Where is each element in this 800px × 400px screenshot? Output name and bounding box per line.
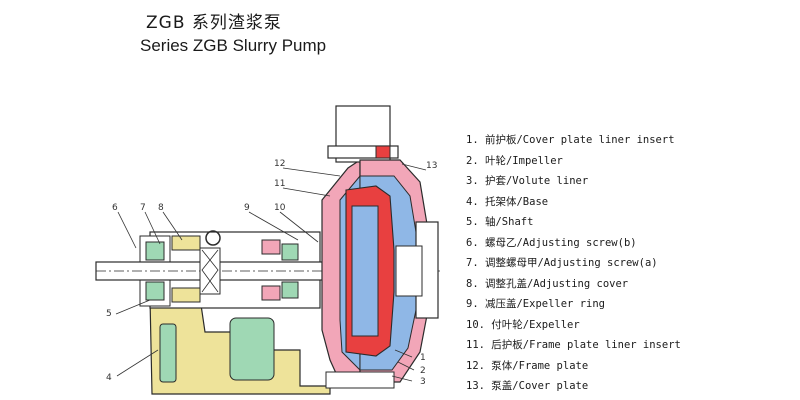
callout-5: 5 bbox=[106, 309, 112, 319]
adjusting-cover-yellow bbox=[171, 235, 201, 251]
callout-6: 6 bbox=[112, 203, 118, 213]
pulley bbox=[199, 247, 221, 295]
lifting-eye bbox=[205, 230, 221, 246]
title-chinese: ZGB 系列渣浆泵 bbox=[146, 13, 282, 33]
housing-pink-ring bbox=[261, 239, 281, 255]
parts-legend: 1. 前护板/Cover plate liner insert 2. 叶轮/Im… bbox=[466, 130, 681, 397]
legend-item: 8. 调整孔盖/Adjusting cover bbox=[466, 277, 629, 290]
bearing-right-green-2 bbox=[281, 281, 299, 299]
callout-13: 13 bbox=[426, 161, 437, 171]
callout-2: 2 bbox=[420, 366, 426, 376]
casing-foot bbox=[325, 371, 395, 389]
callout-12: 12 bbox=[274, 159, 285, 169]
discharge-flange-bolt bbox=[375, 145, 391, 159]
legend-item: 13. 泵盖/Cover plate bbox=[466, 380, 589, 392]
title-english: Series ZGB Slurry Pump bbox=[140, 36, 327, 55]
bearing-right-green bbox=[281, 243, 299, 261]
callout-7: 7 bbox=[140, 203, 146, 213]
callout-10: 10 bbox=[274, 203, 286, 213]
legend-item: 2. 叶轮/Impeller bbox=[466, 154, 563, 167]
legend-item: 3. 护套/Volute liner bbox=[466, 175, 589, 187]
callout-8: 8 bbox=[158, 203, 164, 213]
callout-1: 1 bbox=[420, 353, 426, 363]
legend-item: 6. 螺母乙/Adjusting screw(b) bbox=[466, 236, 637, 249]
base-green-left bbox=[159, 323, 177, 383]
adjusting-cover-yellow-2 bbox=[171, 287, 201, 303]
housing-pink-ring-2 bbox=[261, 285, 281, 301]
base-green-right bbox=[229, 317, 275, 381]
bearing-left-green bbox=[145, 241, 165, 261]
callout-11: 11 bbox=[274, 179, 285, 189]
callout-9: 9 bbox=[244, 203, 250, 213]
legend-item: 4. 托架体/Base bbox=[466, 195, 549, 208]
callout-3: 3 bbox=[420, 377, 426, 387]
legend-item: 5. 轴/Shaft bbox=[466, 216, 534, 228]
bearing-left-green-2 bbox=[145, 281, 165, 301]
impeller-hub bbox=[351, 205, 379, 337]
suction-nozzle bbox=[395, 245, 423, 297]
legend-item: 10. 付叶轮/Expeller bbox=[466, 318, 580, 331]
legend-item: 9. 减压盖/Expeller ring bbox=[466, 298, 605, 310]
legend-item: 1. 前护板/Cover plate liner insert bbox=[466, 134, 675, 146]
legend-item: 11. 后护板/Frame plate liner insert bbox=[466, 339, 681, 351]
legend-item: 12. 泵体/Frame plate bbox=[466, 359, 589, 372]
legend-item: 7. 调整螺母甲/Adjusting screw(a) bbox=[466, 257, 658, 269]
callout-4: 4 bbox=[106, 373, 112, 383]
